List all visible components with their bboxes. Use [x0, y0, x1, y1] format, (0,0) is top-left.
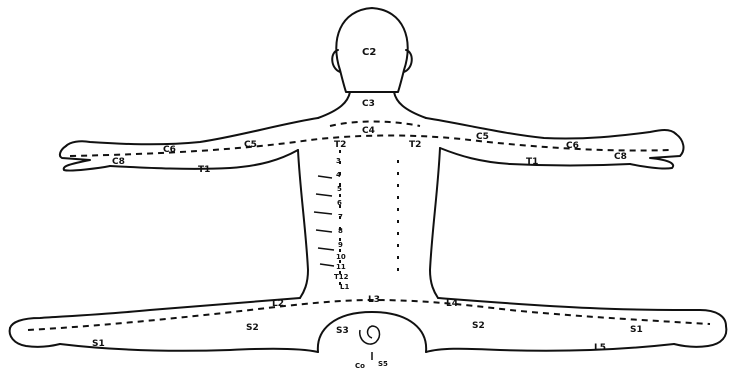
- label-s2-left: S2: [246, 324, 259, 333]
- label-t7: 7: [338, 214, 343, 221]
- label-l4: L4: [446, 300, 458, 309]
- label-t1-left-arm: T1: [198, 166, 210, 175]
- label-t4: 4: [336, 172, 341, 179]
- label-s2-right: S2: [472, 322, 485, 331]
- right-leg-bottom: [426, 344, 674, 352]
- label-l2: L2: [272, 300, 284, 309]
- segment-ticks: [314, 176, 334, 266]
- label-l3: L3: [368, 296, 380, 305]
- label-s1-right: S1: [630, 326, 643, 335]
- label-c5-right: C5: [476, 133, 489, 142]
- label-t1-right-arm: T1: [526, 158, 538, 167]
- left-arm-top: [66, 118, 318, 146]
- perianal-swirl: [360, 326, 380, 360]
- label-t8: 8: [338, 228, 343, 235]
- label-c3: C3: [362, 100, 375, 109]
- label-co: Co: [355, 363, 365, 370]
- label-t11: 11: [336, 264, 346, 271]
- torso-right: [430, 148, 440, 298]
- label-c6-left: C6: [163, 146, 176, 155]
- label-c8-left: C8: [112, 158, 125, 167]
- label-s3: S3: [336, 327, 349, 336]
- torso-left: [298, 150, 308, 298]
- label-l5: L5: [594, 344, 606, 353]
- label-s1-left: S1: [92, 340, 105, 349]
- label-t2-left: T2: [334, 141, 346, 150]
- label-t10: 10: [336, 254, 346, 261]
- label-s5: S5: [378, 361, 388, 368]
- buttocks: [318, 312, 426, 352]
- label-c6-right: C6: [566, 142, 579, 151]
- label-t5: 5: [337, 186, 342, 193]
- right-arm-top: [426, 118, 676, 139]
- label-t9: 9: [338, 242, 343, 249]
- label-t3: 3: [336, 158, 341, 165]
- neck-right: [394, 92, 426, 118]
- label-l1: L1: [340, 284, 349, 291]
- right-foot: [674, 326, 726, 347]
- label-c2: C2: [362, 48, 376, 58]
- label-c8-right: C8: [614, 153, 627, 162]
- label-c4: C4: [362, 127, 375, 136]
- label-c5-left: C5: [244, 141, 257, 150]
- label-t12: T12: [334, 274, 349, 281]
- label-t6: 6: [337, 200, 342, 207]
- neck-left: [318, 92, 350, 118]
- left-hand: [60, 146, 110, 171]
- label-t2-right: T2: [409, 141, 421, 150]
- left-foot: [10, 328, 60, 347]
- shoulder-line: [330, 122, 420, 127]
